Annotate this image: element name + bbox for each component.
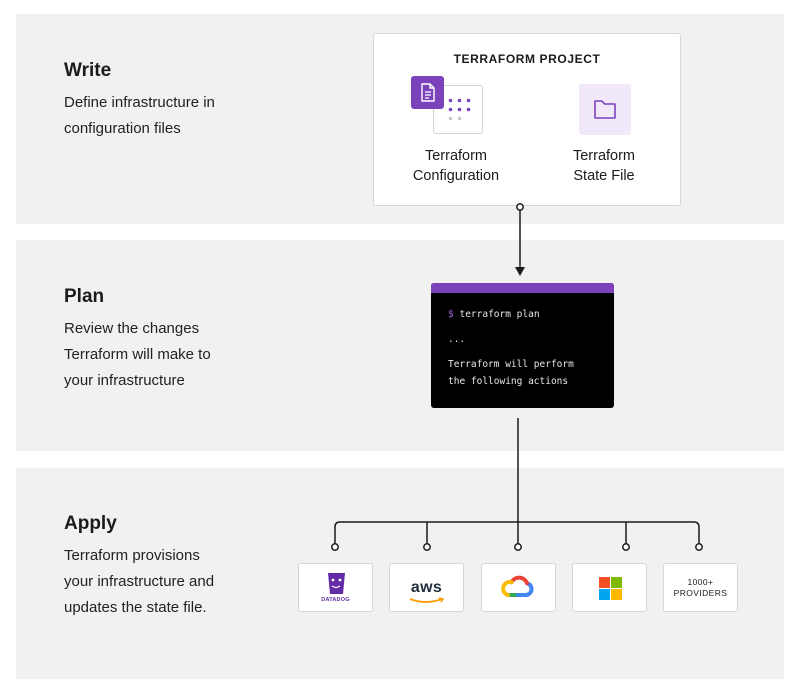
terminal-output-line: the following actions — [448, 376, 569, 387]
provider-datadog: DATADOG — [298, 563, 373, 612]
provider-aws: aws — [389, 563, 464, 612]
provider-microsoft — [572, 563, 647, 612]
terminal-prompt: $ — [448, 309, 454, 320]
connector-node — [516, 203, 524, 211]
folder-icon — [594, 100, 616, 119]
arrow-head-icon — [515, 267, 525, 276]
terminal-command: terraform plan — [459, 309, 540, 320]
connector-node — [423, 543, 431, 551]
datadog-wordmark: DATADOG — [321, 597, 350, 603]
connector-node — [695, 543, 703, 551]
microsoft-icon — [599, 577, 622, 600]
provider-google-cloud — [481, 563, 556, 612]
document-icon — [421, 83, 435, 102]
google-cloud-icon — [501, 575, 534, 597]
aws-wordmark: aws — [410, 578, 443, 596]
plan-stage-panel — [16, 240, 784, 451]
terminal-title-bar — [431, 283, 614, 293]
branch-line — [334, 521, 700, 543]
provider-more: 1000+ PROVIDERS — [663, 563, 738, 612]
terminal-output-line: Terraform will perform — [448, 359, 574, 370]
connector-node — [622, 543, 630, 551]
document-badge — [411, 76, 444, 109]
connector-node — [331, 543, 339, 551]
datadog-logo-icon — [328, 573, 345, 594]
terminal-ellipsis: ... — [448, 334, 466, 345]
apply-description: Terraform provisions your infrastructure… — [64, 547, 215, 616]
terminal-window: $ terraform plan ... Terraform will perf… — [431, 283, 614, 408]
plan-title: Plan — [64, 286, 105, 307]
project-title: TERRAFORM PROJECT — [453, 52, 601, 66]
state-file-label: Terraform State File — [572, 148, 636, 184]
connector-node — [514, 543, 522, 551]
write-title: Write — [64, 60, 112, 81]
write-description: Define infrastructure in configuration f… — [64, 94, 215, 137]
configuration-label: Terraform Configuration — [412, 148, 500, 184]
plan-description: Review the changes Terraform will make t… — [64, 320, 211, 389]
dot-grid-icon — [448, 98, 471, 121]
more-providers-label: 1000+ PROVIDERS — [673, 576, 728, 598]
state-file-tile — [579, 84, 631, 135]
aws-smile-icon — [409, 596, 445, 603]
terminal-command-line: $ terraform plan — [448, 309, 540, 320]
apply-title: Apply — [64, 513, 117, 534]
